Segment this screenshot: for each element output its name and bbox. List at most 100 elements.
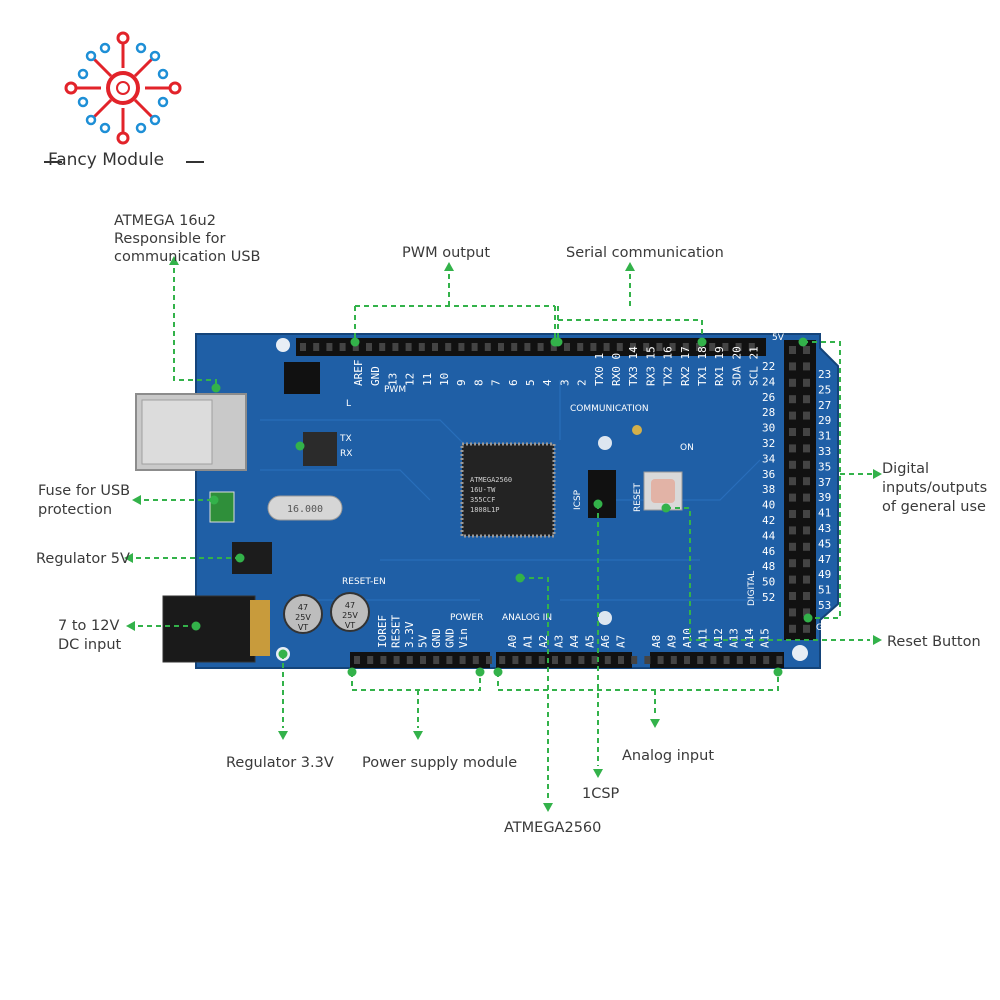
analog-pin-label: A4 (568, 634, 581, 648)
header-pin (803, 592, 810, 600)
circuit-logo-icon (44, 31, 204, 163)
top-pin-label: GND (369, 366, 382, 386)
header-pin (498, 343, 504, 351)
label-analog-input: Analog input (622, 748, 715, 764)
capacitor-2-value: 47 (345, 601, 355, 610)
analog-pin-label: A14 (743, 628, 756, 648)
anchor-dot (347, 667, 357, 677)
leader-lines (136, 268, 872, 800)
board-on-label: ON (680, 443, 694, 453)
top-pin-label: SCL 21 (748, 346, 761, 386)
digital-pin-label: 25 (818, 383, 831, 396)
anchor-dot (211, 383, 221, 393)
header-pin (603, 343, 610, 351)
header-pin (803, 493, 810, 502)
anchor-dot (191, 621, 201, 631)
header-pin (803, 624, 810, 633)
header-pin (803, 346, 810, 354)
brand-name: Fancy Module (48, 150, 165, 170)
arrow-head-icon (873, 469, 882, 479)
header-pin (803, 362, 810, 371)
header-pin (459, 656, 466, 664)
anchor-dot (661, 503, 671, 513)
digital-pin-label: 32 (762, 437, 775, 450)
mount-hole (276, 338, 290, 352)
usb-fuse (209, 491, 235, 523)
header-pin (789, 624, 796, 633)
header-pin (525, 656, 532, 664)
leader-path (520, 577, 549, 800)
header-pin (803, 395, 810, 404)
arrow-head-icon (132, 495, 141, 505)
power-pin-label: IOREF (376, 615, 389, 648)
header-pin (803, 378, 810, 387)
label-fuse-line2: protection (38, 502, 113, 518)
header-pin (789, 575, 796, 584)
top-pin-label: RX3 15 (644, 346, 657, 386)
top-pin-label: 2 (576, 379, 589, 386)
header-pin (789, 510, 796, 518)
header-pin (763, 656, 770, 664)
digital-pin-label: 31 (818, 430, 831, 443)
header-pin (803, 510, 810, 518)
board-communication-label: COMMUNICATION (570, 404, 649, 414)
header-pin (537, 343, 544, 351)
header-pin (380, 656, 387, 664)
analog-pin-label: A10 (681, 628, 694, 648)
label-atmega16u2-line2: Responsible for (114, 231, 226, 247)
top-pin-label: 12 (404, 373, 417, 386)
analog-pin-label: A9 (666, 635, 679, 648)
power-pin-label: 3.3V (403, 621, 416, 648)
header-pin (709, 343, 716, 351)
chip-marking: 1808L1P (470, 506, 500, 514)
header-pin (748, 343, 755, 351)
header-pin (776, 656, 783, 664)
label-regulator-5v: Regulator 5V (36, 551, 130, 567)
header-pin (538, 656, 545, 664)
analog-pin-label: A1 (522, 635, 535, 648)
top-pin-label: 9 (455, 379, 468, 386)
header-pin (803, 428, 810, 436)
digital-pin-label: 46 (762, 545, 775, 558)
analog-pin-label: A7 (615, 635, 628, 648)
header-pin (789, 460, 796, 469)
label-digital-line2: inputs/outputs (882, 480, 988, 496)
top-pin-label: 6 (507, 379, 520, 386)
digital-pin-label: 41 (818, 507, 831, 520)
header-pin (789, 346, 796, 354)
header-pin (499, 656, 506, 664)
arrow-head-icon (126, 621, 135, 631)
board-reset-en-label: RESET-EN (342, 577, 386, 587)
header-pin (789, 362, 796, 371)
icsp-header (588, 470, 616, 518)
label-power-supply: Power supply module (362, 755, 518, 771)
digital-pin-label: 45 (818, 537, 831, 550)
arrow-head-icon (413, 731, 423, 740)
header-pin (643, 343, 650, 351)
analog-pin-label: A13 (728, 628, 741, 648)
header-pin (366, 343, 372, 351)
analog-pin-label: A12 (712, 628, 725, 648)
header-pin (682, 343, 689, 351)
arrow-head-icon (625, 262, 635, 271)
digital-pin-label: 30 (762, 422, 775, 435)
header-pin (803, 608, 810, 617)
header-pin (669, 343, 676, 351)
chip-marking: ATMEGA2560 (470, 476, 512, 484)
arrow-head-icon (650, 719, 660, 728)
digital-pin-label: 35 (818, 460, 831, 473)
top-pin-label: RX0 0 (610, 353, 623, 386)
anchor-dot (515, 573, 525, 583)
digital-pin-label: 51 (818, 584, 831, 597)
digital-pin-label: 44 (762, 529, 776, 542)
arrow-head-icon (593, 769, 603, 778)
power-pin-label: 5V (417, 634, 430, 648)
header-pin (670, 656, 677, 664)
top-pin-label: TX2 16 (662, 346, 675, 386)
board-rx-label: RX (340, 449, 352, 459)
analog-pin-label: A2 (537, 635, 550, 648)
header-pin (630, 343, 636, 351)
digital-pin-label: 52 (762, 591, 775, 604)
header-pin (354, 656, 360, 664)
header-pin (710, 656, 717, 664)
